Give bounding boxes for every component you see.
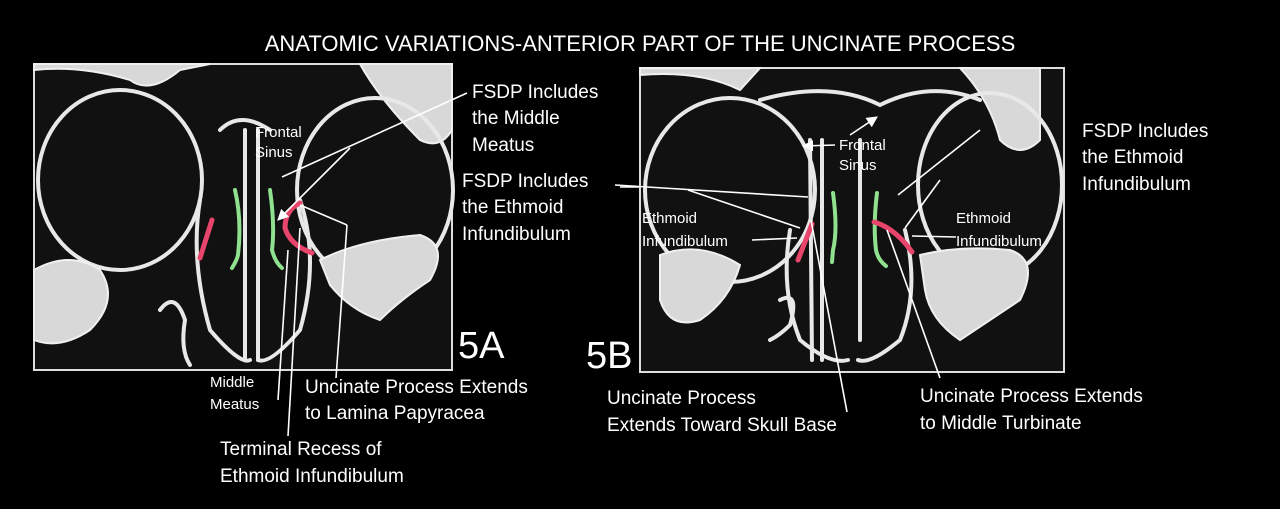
label-5a-terminal-recess: Terminal Recess of Ethmoid Infundibulum (220, 439, 404, 487)
leader-lines-5a (277, 92, 640, 437)
figure-title: ANATOMIC VARIATIONS-ANTERIOR PART OF THE… (265, 31, 1016, 56)
panel-5a-ct-image (33, 63, 455, 371)
label-5b-ethmoid-right: Ethmoid Infundibulum (956, 210, 1042, 250)
label-5b-uncinate-middle-turbinate: Uncinate Process Extends to Middle Turbi… (920, 386, 1148, 434)
label-5b-uncinate-skull-base: Uncinate Process Extends Toward Skull Ba… (607, 388, 837, 436)
panel-label-5b: 5B (586, 335, 632, 377)
label-5a-fsdp-ethmoid: FSDP Includes the Ethmoid Infundibulum (462, 171, 594, 245)
label-5a-uncinate-lamina: Uncinate Process Extends to Lamina Papyr… (305, 377, 533, 424)
label-5b-fsdp-ethmoid: FSDP Includes the Ethmoid Infundibulum (1082, 121, 1214, 195)
label-5a-middle-meatus: Middle Meatus (210, 374, 259, 413)
label-5a-frontal-sinus: Frontal Sinus (255, 124, 306, 161)
label-5b-frontal-sinus: Frontal Sinus (839, 137, 890, 174)
label-5b-ethmoid-left: Ethmoid Infundibulum (642, 210, 728, 250)
panel-5b-ct-image (639, 67, 1065, 373)
label-5a-fsdp-middle-meatus: FSDP Includes the Middle Meatus (472, 82, 604, 156)
leader-lines-5b (614, 116, 981, 413)
panel-label-5a: 5A (458, 325, 505, 367)
